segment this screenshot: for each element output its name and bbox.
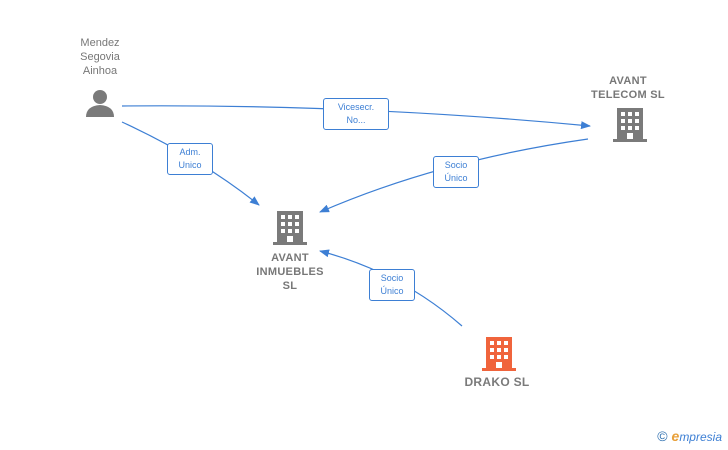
edge-label-vicesecr: Vicesecr. No...: [323, 98, 389, 130]
person-icon[interactable]: [86, 90, 114, 117]
empresia-logo: ©empresia: [657, 428, 722, 444]
node-label-drako[interactable]: DRAKO SL: [464, 375, 530, 389]
node-label-person[interactable]: Mendez Segovia Ainhoa: [80, 37, 120, 77]
node-label-avant-inmuebles[interactable]: AVANT INMUEBLES SL: [256, 252, 324, 292]
building-icon[interactable]: [482, 337, 516, 371]
edge-label-socio-unico-drako: Socio Único: [369, 269, 415, 301]
building-icon[interactable]: [613, 108, 647, 142]
building-icon[interactable]: [273, 211, 307, 245]
edge-label-socio-unico-telecom: Socio Único: [433, 156, 479, 188]
copyright-icon: ©: [657, 428, 668, 444]
edge-label-adm-unico: Adm. Unico: [167, 143, 213, 175]
node-label-avant-telecom[interactable]: AVANT TELECOM SL: [591, 75, 665, 101]
